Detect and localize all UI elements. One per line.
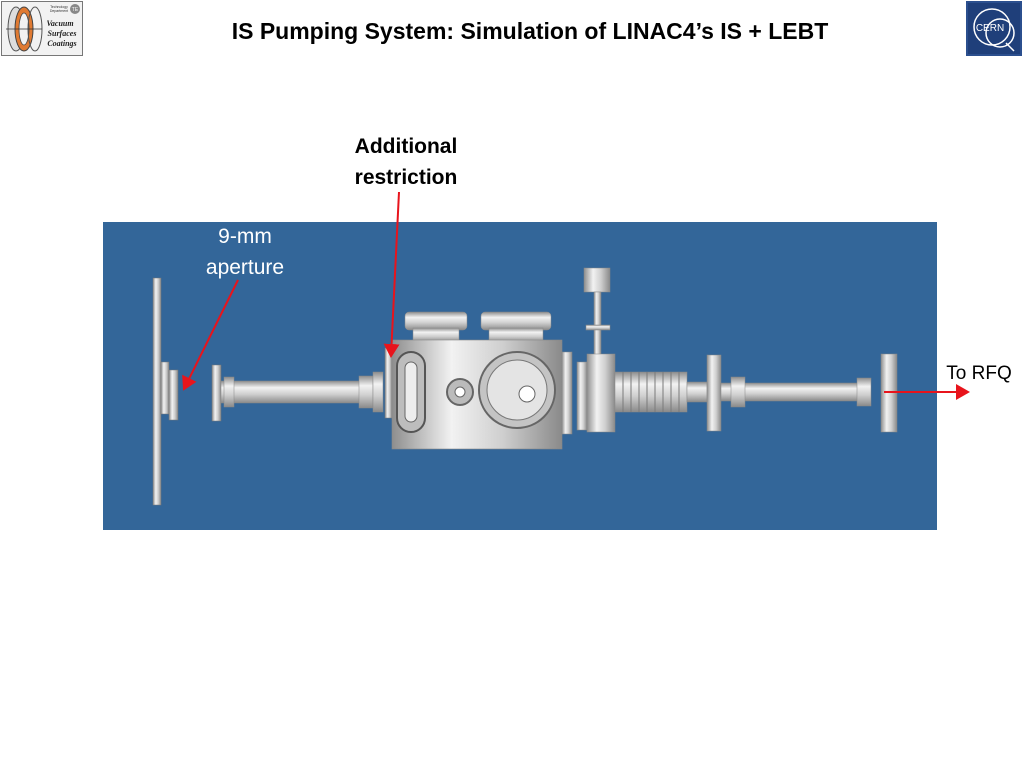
to-rfq-label: To RFQ <box>946 363 1012 384</box>
bellows <box>614 371 688 413</box>
logo-small-text-1: Technology <box>50 5 68 9</box>
logo-vacuum-text: Vacuum <box>46 19 73 28</box>
ion-source-plate <box>152 277 162 506</box>
restriction-line-1: Additional <box>354 135 458 158</box>
ion-source-extraction <box>168 369 179 421</box>
restriction-flange <box>384 347 393 419</box>
beam-pipe-1 <box>220 380 362 404</box>
ion-source-flange <box>160 361 170 415</box>
bellows-ridges <box>622 372 680 412</box>
pipe-collar-1 <box>223 376 235 408</box>
aperture-line-1: 9-mm <box>218 225 272 248</box>
vacuum-surfaces-coatings-logo: TE Technology Department Vacuum Surfaces… <box>1 1 83 56</box>
cern-logo: CERN <box>966 1 1022 56</box>
section-2-flange-b <box>706 354 722 432</box>
pipe-collar-3 <box>372 371 384 413</box>
valve-housing <box>583 267 611 293</box>
lebt-diagram-panel <box>103 222 937 530</box>
aperture-line-2: aperture <box>205 256 285 279</box>
te-badge: TE <box>72 7 79 13</box>
additional-restriction-label: Additional restriction <box>336 131 476 193</box>
large-round-port-inner <box>486 359 548 421</box>
valve-collar <box>585 324 611 331</box>
logo-small-text-2: Department <box>50 9 68 13</box>
large-round-port-center <box>518 385 536 403</box>
section-2-body <box>586 353 616 433</box>
oblong-port-inner <box>404 361 418 423</box>
pipe-collar-5 <box>856 377 872 407</box>
cern-logo-text: CERN <box>976 23 1004 34</box>
vacuum-system-drawing <box>152 267 898 506</box>
section-2-pipe <box>686 381 708 403</box>
logo-surfaces-text: Surfaces <box>48 29 77 38</box>
pipe-collar-2 <box>358 375 374 409</box>
top-port-left <box>404 311 468 331</box>
chamber-exit-flange <box>561 351 573 435</box>
restriction-line-2: restriction <box>354 166 458 189</box>
rfq-flange <box>880 353 898 433</box>
slide-title: IS Pumping System: Simulation of LINAC4’… <box>231 18 829 44</box>
section-2-flange-a <box>576 361 588 431</box>
aperture-label: 9-mm aperture <box>184 221 306 283</box>
logo-coatings-text: Coatings <box>47 39 76 48</box>
cern-logo-graphic: CERN <box>973 8 1015 52</box>
pipe-collar-4 <box>730 376 746 408</box>
aperture-flange <box>211 364 222 422</box>
top-port-right <box>480 311 552 331</box>
small-round-port-inner <box>454 386 466 398</box>
vsc-logo-graphic: TE Technology Department Vacuum Surfaces… <box>2 2 82 55</box>
